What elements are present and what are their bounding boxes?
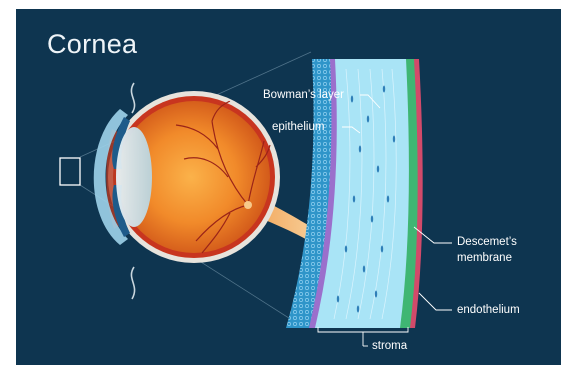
optic-disc: [244, 201, 252, 209]
label-stroma: stroma: [372, 339, 407, 353]
label-epithelium: epithelium: [272, 120, 324, 134]
zoom-region-box: [60, 158, 80, 185]
label-bowmans-layer: Bowman’s layer: [263, 88, 344, 102]
label-descemets-line2: membrane: [457, 251, 512, 265]
diagram-frame: Cornea: [16, 9, 561, 365]
label-endothelium: endothelium: [457, 303, 520, 317]
lower-eyelid: [131, 267, 134, 299]
label-descemets-line1: Descemet’s: [457, 235, 517, 249]
upper-eyelid: [131, 83, 134, 113]
